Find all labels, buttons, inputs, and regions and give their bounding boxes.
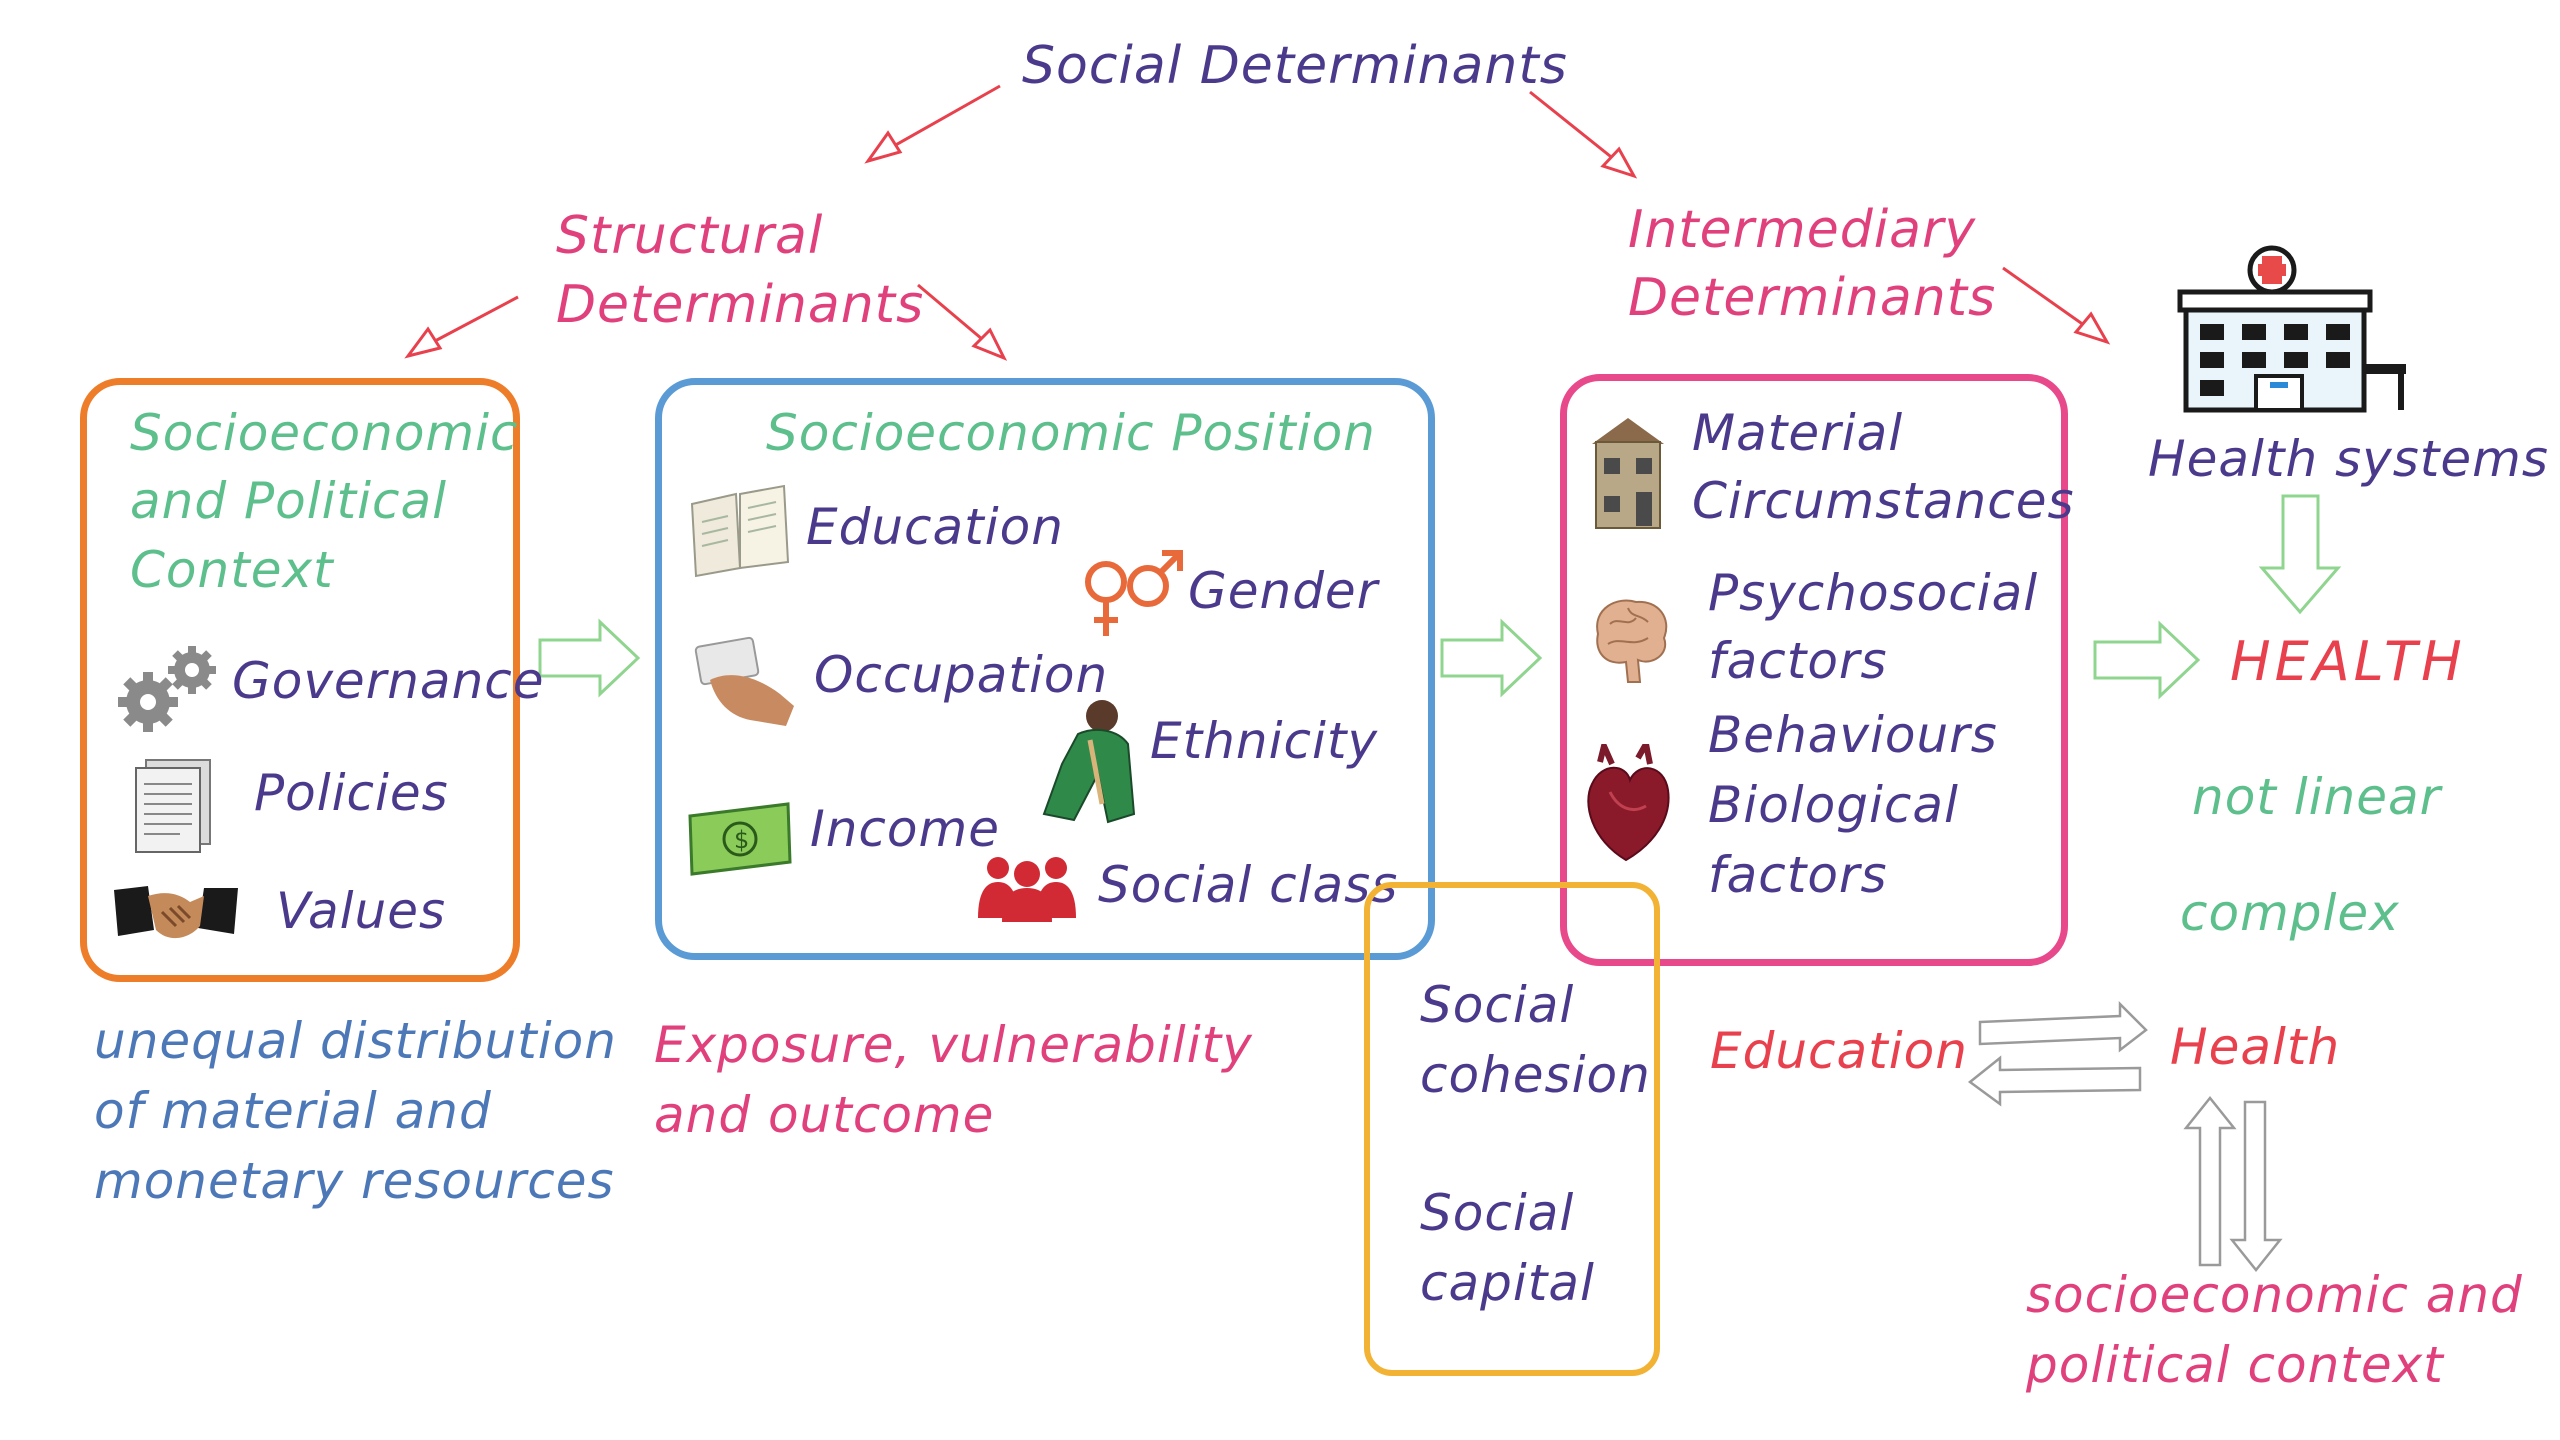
cohesion-item-cohesion: cohesion bbox=[1420, 1046, 1651, 1104]
intermediary-box bbox=[1560, 374, 2068, 966]
cohesion-box bbox=[1364, 882, 1660, 1376]
structural-label-line1: Structural bbox=[556, 206, 824, 266]
handshake-icon bbox=[114, 886, 238, 939]
cohesion-item-social-2: Social bbox=[1420, 1184, 1575, 1242]
loop-health: Health bbox=[2170, 1018, 2341, 1076]
person-icon bbox=[1042, 700, 1136, 824]
intermediary-item-behaviours: Behaviours bbox=[1708, 706, 1998, 764]
banknote-icon: $ bbox=[688, 802, 792, 876]
arrow-position-to-intermediary bbox=[1440, 618, 1543, 698]
intermediary-item-circumstances: Circumstances bbox=[1692, 472, 2075, 530]
book-icon bbox=[690, 484, 790, 578]
title-social-determinants: Social Determinants bbox=[1022, 36, 1568, 96]
note-not-linear: not linear bbox=[2192, 768, 2442, 826]
position-heading: Socioeconomic Position bbox=[766, 404, 1376, 462]
intermediary-item-material: Material bbox=[1692, 404, 1904, 462]
position-item-education: Education bbox=[806, 498, 1064, 556]
loop-education: Education bbox=[1710, 1022, 1968, 1080]
arrow-health-to-context bbox=[2229, 1100, 2283, 1273]
arrow-education-to-health bbox=[1978, 1000, 2148, 1053]
context-item-policies: Policies bbox=[254, 764, 449, 822]
context-heading-line2: and Political bbox=[130, 472, 448, 530]
intermediary-item-factors-2: factors bbox=[1708, 846, 1888, 904]
context-heading-line1: Socioeconomic bbox=[130, 404, 519, 462]
id-card-hand-icon bbox=[694, 636, 794, 726]
bottom-left-line3: monetary resources bbox=[94, 1152, 615, 1210]
cohesion-item-capital: capital bbox=[1420, 1254, 1595, 1312]
context-item-governance: Governance bbox=[232, 652, 545, 710]
brain-icon bbox=[1596, 599, 1668, 683]
loop-context-line2: political context bbox=[2026, 1336, 2444, 1394]
arrow-head bbox=[864, 130, 903, 164]
arrow-head bbox=[404, 326, 443, 359]
arrow-head bbox=[1600, 146, 1638, 179]
position-item-occupation: Occupation bbox=[814, 646, 1109, 704]
document-icon bbox=[135, 759, 211, 853]
intermediary-label-line2: Determinants bbox=[1628, 268, 1997, 328]
arrow-context-to-health bbox=[2183, 1095, 2237, 1267]
arrow-head bbox=[2073, 311, 2111, 345]
arrow-head bbox=[971, 327, 1008, 361]
gears-icon bbox=[118, 646, 216, 732]
hospital-icon bbox=[2177, 245, 2406, 413]
position-item-social-class: Social class bbox=[1098, 856, 1399, 914]
context-item-values: Values bbox=[276, 882, 447, 940]
structural-label-line2: Determinants bbox=[556, 275, 925, 335]
health-systems-label: Health systems bbox=[2148, 430, 2549, 488]
context-box bbox=[80, 378, 520, 982]
svg-text:$: $ bbox=[734, 826, 749, 854]
cohesion-item-social-1: Social bbox=[1420, 976, 1575, 1034]
people-group-icon bbox=[978, 857, 1076, 922]
intermediary-item-factors-1: factors bbox=[1708, 632, 1888, 690]
context-heading-line3: Context bbox=[130, 541, 334, 599]
health-label: HEALTH bbox=[2230, 630, 2466, 693]
position-item-gender: Gender bbox=[1188, 562, 1379, 620]
arrow-to-structural bbox=[877, 84, 1001, 157]
arrow-health-to-education bbox=[1967, 1055, 2142, 1107]
intermediary-item-biological: Biological bbox=[1708, 776, 1959, 834]
bottom-left-line2: of material and bbox=[94, 1082, 492, 1140]
intermediary-label-line1: Intermediary bbox=[1628, 200, 1977, 260]
arrow-to-health bbox=[2093, 620, 2201, 700]
house-icon bbox=[1592, 418, 1664, 529]
arrow-to-intermediary bbox=[1529, 90, 1626, 170]
heart-icon bbox=[1587, 744, 1670, 862]
loop-context-line1: socioeconomic and bbox=[2026, 1266, 2523, 1324]
position-box bbox=[655, 378, 1435, 960]
bottom-mid-line1: Exposure, vulnerability bbox=[654, 1016, 1253, 1074]
intermediary-item-psychosocial: Psychosocial bbox=[1708, 564, 2039, 622]
arrow-health-systems-down bbox=[2258, 494, 2342, 615]
gender-icon bbox=[1085, 550, 1183, 636]
bottom-left-line1: unequal distribution bbox=[94, 1012, 617, 1070]
note-complex: complex bbox=[2180, 884, 2400, 942]
position-item-income: Income bbox=[810, 800, 1000, 858]
bottom-mid-line2: and outcome bbox=[654, 1086, 995, 1144]
position-item-ethnicity: Ethnicity bbox=[1150, 712, 1379, 770]
arrow-context-to-position bbox=[538, 618, 641, 698]
